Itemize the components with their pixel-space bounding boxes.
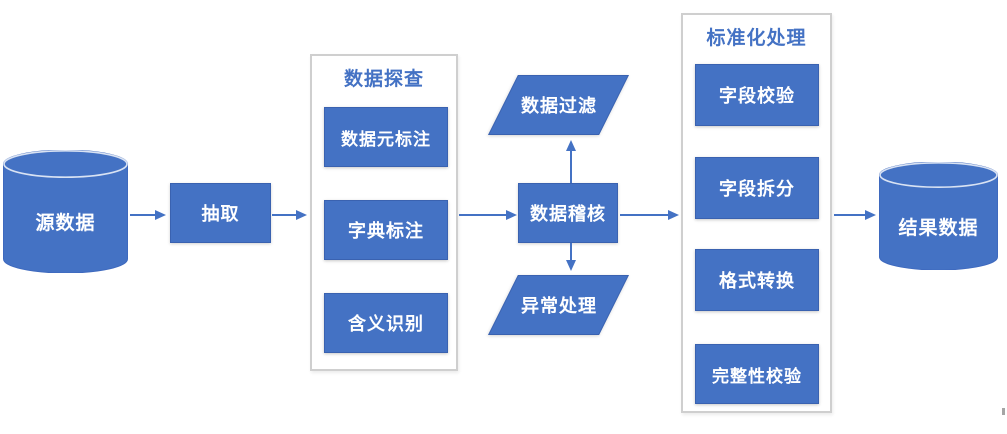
extract-step-box: 抽取 xyxy=(170,183,271,243)
data-audit-box: 数据稽核 xyxy=(518,183,618,243)
cylinder-shape xyxy=(3,150,128,273)
format-conversion-label: 格式转换 xyxy=(719,271,795,291)
arrow-extract-to-exploration xyxy=(272,210,307,220)
meaning-recognition-label: 含义识别 xyxy=(348,314,424,334)
arrow-audit-to-filter xyxy=(566,140,576,183)
data-exploration-group: 数据探查 数据元标注 字典标注 含义识别 xyxy=(310,54,458,371)
source-database-label: 源数据 xyxy=(35,213,96,234)
exception-handling-parallelogram: 异常处理 xyxy=(488,275,629,335)
metadata-annotation-box: 数据元标注 xyxy=(324,107,448,167)
result-database-cylinder: 结果数据 xyxy=(879,162,998,270)
dictionary-annotation-box: 字典标注 xyxy=(324,200,448,260)
integrity-check-label: 完整性校验 xyxy=(712,366,802,386)
field-splitting-box: 字段拆分 xyxy=(695,157,819,219)
data-audit-label: 数据稽核 xyxy=(530,204,606,224)
data-exploration-group-title: 数据探查 xyxy=(343,69,424,90)
arrow-exploration-to-audit xyxy=(459,210,517,220)
data-filter-label: 数据过滤 xyxy=(520,96,597,116)
standardization-group-title: 标准化处理 xyxy=(706,28,807,49)
exception-handling-label: 异常处理 xyxy=(520,296,597,316)
extract-step-label: 抽取 xyxy=(201,204,240,224)
metadata-annotation-label: 数据元标注 xyxy=(341,129,431,149)
format-conversion-box: 格式转换 xyxy=(695,249,819,311)
result-database-label: 结果数据 xyxy=(898,217,979,239)
meaning-recognition-box: 含义识别 xyxy=(324,293,448,353)
standardization-group: 标准化处理 字段校验 字段拆分 格式转换 完整性校验 xyxy=(681,13,832,413)
field-validation-box: 字段校验 xyxy=(695,64,819,126)
arrow-standardization-to-result xyxy=(834,210,876,220)
field-validation-label: 字段校验 xyxy=(719,86,795,106)
cylinder-shape xyxy=(879,162,998,270)
data-filter-parallelogram: 数据过滤 xyxy=(488,75,629,135)
arrow-audit-to-exception xyxy=(566,243,576,271)
arrow-audit-to-standardization xyxy=(620,210,679,220)
dictionary-annotation-label: 字典标注 xyxy=(348,221,424,241)
arrow-source-to-extract xyxy=(130,210,166,220)
stray-mark xyxy=(1002,408,1005,415)
source-database-cylinder: 源数据 xyxy=(3,150,128,273)
integrity-check-box: 完整性校验 xyxy=(695,344,819,404)
field-splitting-label: 字段拆分 xyxy=(719,179,795,199)
